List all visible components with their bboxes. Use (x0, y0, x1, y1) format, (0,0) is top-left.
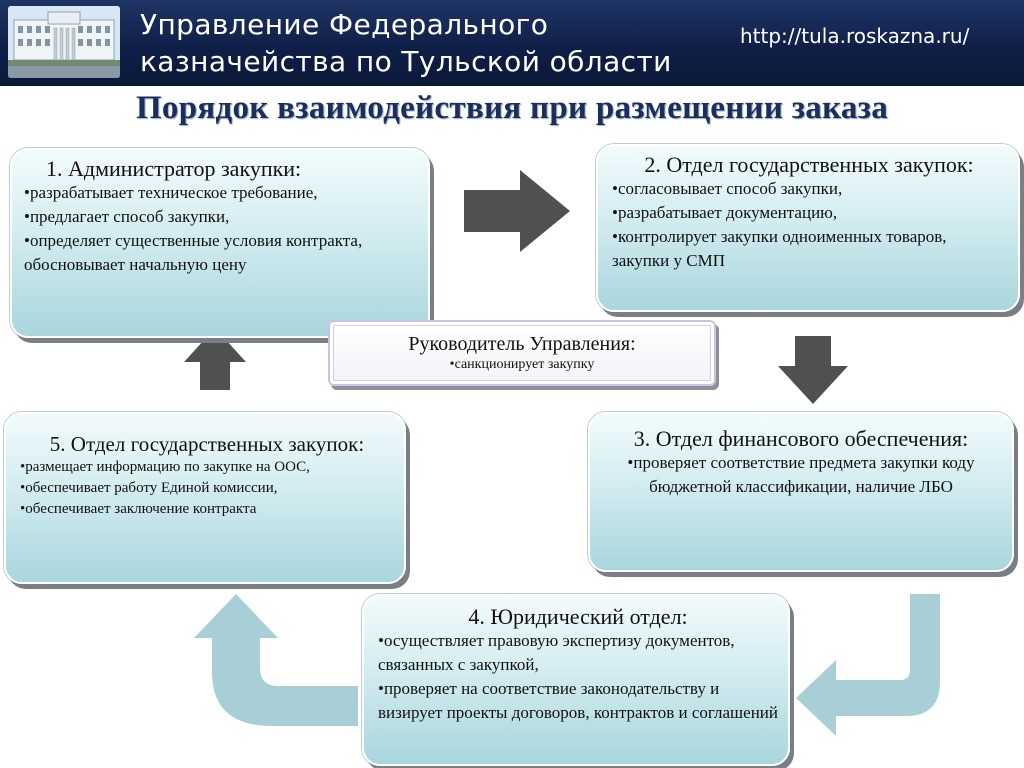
box-procurement-administrator: 1. Администратор закупки: разрабатывает … (10, 148, 430, 338)
box-head-of-department: Руководитель Управления: санкционирует з… (328, 320, 716, 386)
list-item: проверяет на соответствие законодательст… (378, 677, 778, 725)
page-title: Порядок взаимодействия при размещении за… (135, 90, 889, 126)
arrow-up-icon (184, 328, 246, 390)
website-url[interactable]: http://tula.roskazna.ru/ (740, 24, 970, 48)
list-item: контролирует закупки одноименных товаров… (612, 225, 1006, 273)
organization-title-line2: казначейства по Тульской области (140, 45, 672, 78)
box-state-procurement-department-placement: 5. Отдел государственных закупок: размещ… (4, 412, 406, 584)
box-financial-department: 3. Отдел финансового обеспечения: провер… (588, 412, 1014, 572)
box-title: 4. Юридический отдел: (468, 604, 688, 629)
list-item: обеспечивает заключение контракта (20, 499, 394, 520)
list-item: определяет существенные условия контракт… (24, 229, 414, 277)
organization-title: Управление Федерального казначейства по … (140, 6, 720, 80)
arrow-down-icon (778, 336, 848, 404)
box-title: 2. Отдел государственных закупок: (644, 152, 974, 177)
list-item: обеспечивает работу Единой комиссии, (20, 478, 394, 499)
header-banner: Управление Федерального казначейства по … (0, 0, 1024, 86)
list-item: осуществляет правовую экспертизу докумен… (378, 629, 778, 677)
box-title: 3. Отдел финансового обеспечения: (633, 426, 969, 451)
arrow-right-icon (464, 170, 570, 252)
box-legal-department: 4. Юридический отдел: осуществляет право… (362, 594, 790, 766)
list-item: разрабатывает техническое требование, (24, 181, 414, 205)
list-item: санкционирует закупку (330, 356, 714, 374)
curved-arrow-up-left-icon (194, 594, 358, 726)
organization-title-line1: Управление Федерального (140, 8, 549, 41)
curved-arrow-down-left-icon (796, 594, 940, 736)
list-item: размещает информацию по закупке на ООС, (20, 457, 394, 478)
list-item: предлагает способ закупки, (24, 205, 414, 229)
list-item: проверяет соответствие предмета закупки … (602, 451, 1000, 499)
list-item: разрабатывает документацию, (612, 201, 1006, 225)
building-logo-icon (8, 6, 120, 78)
box-title: Руководитель Управления: (408, 333, 636, 355)
box-title: 5. Отдел государственных закупок: (49, 432, 365, 456)
list-item: согласовывает способ закупки, (612, 177, 1006, 201)
box-title: 1. Администратор закупки: (46, 156, 302, 181)
box-state-procurement-department: 2. Отдел государственных закупок: соглас… (596, 144, 1020, 312)
